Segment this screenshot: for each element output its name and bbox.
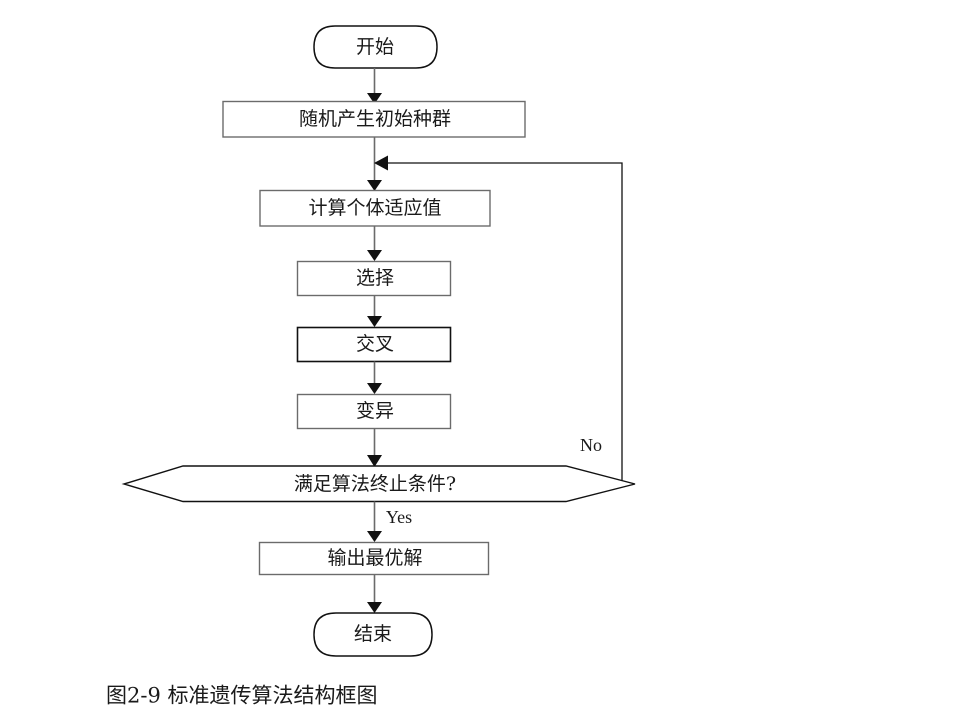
output-shape (258, 541, 490, 576)
edge-crossover-to-mutation (367, 361, 382, 394)
arrow-head-icon (367, 316, 382, 327)
edge-label-yes: Yes (386, 507, 412, 527)
start-shape (313, 25, 438, 69)
node-init-population: 随机产生初始种群 (222, 100, 526, 138)
edge-fitness-to-selection (367, 226, 382, 261)
edge-selection-to-crossover (367, 295, 382, 327)
node-selection: 选择 (296, 260, 452, 297)
edge-start-to-init (367, 68, 382, 104)
edge-yes-to-output: Yes (367, 501, 412, 542)
selection-label: 选择 (356, 267, 394, 289)
crossover-label: 交叉 (356, 333, 394, 355)
edge-output-to-end (367, 574, 382, 613)
arrow-head-icon (367, 531, 382, 542)
node-fitness: 计算个体适应值 (259, 189, 491, 227)
feedback-loop-line (386, 162, 623, 483)
figure-caption: 图2-9 标准遗传算法结构框图 (106, 684, 378, 708)
arrow-head-icon (367, 455, 382, 467)
arrow-head-icon (367, 93, 382, 104)
edge-no-feedback-loop: No (374, 155, 623, 483)
arrow-head-icon (374, 155, 388, 171)
node-end: 结束 (313, 612, 433, 657)
fitness-label: 计算个体适应值 (308, 197, 441, 219)
output-label: 输出最优解 (327, 547, 422, 569)
node-mutation: 变异 (296, 393, 452, 430)
arrow-head-icon (367, 602, 382, 613)
node-output: 输出最优解 (258, 541, 490, 576)
init-population-label: 随机产生初始种群 (299, 108, 451, 130)
end-label: 结束 (354, 623, 392, 645)
decision-shape (121, 465, 636, 503)
arrow-head-icon (367, 383, 382, 394)
init-population-shape (222, 100, 526, 138)
arrow-head-icon (367, 180, 382, 191)
decision-label: 满足算法终止条件? (294, 473, 456, 495)
node-start: 开始 (313, 25, 438, 69)
arrow-head-icon (367, 250, 382, 261)
node-crossover: 交叉 (296, 326, 452, 363)
end-shape (313, 612, 433, 657)
start-label: 开始 (356, 36, 394, 58)
edge-label-no: No (580, 435, 602, 455)
edge-mutation-to-decision (367, 428, 382, 467)
mutation-label: 变异 (356, 400, 394, 422)
edge-init-to-fitness (367, 137, 382, 191)
fitness-shape (259, 189, 491, 227)
node-decision: 满足算法终止条件? (121, 465, 636, 503)
